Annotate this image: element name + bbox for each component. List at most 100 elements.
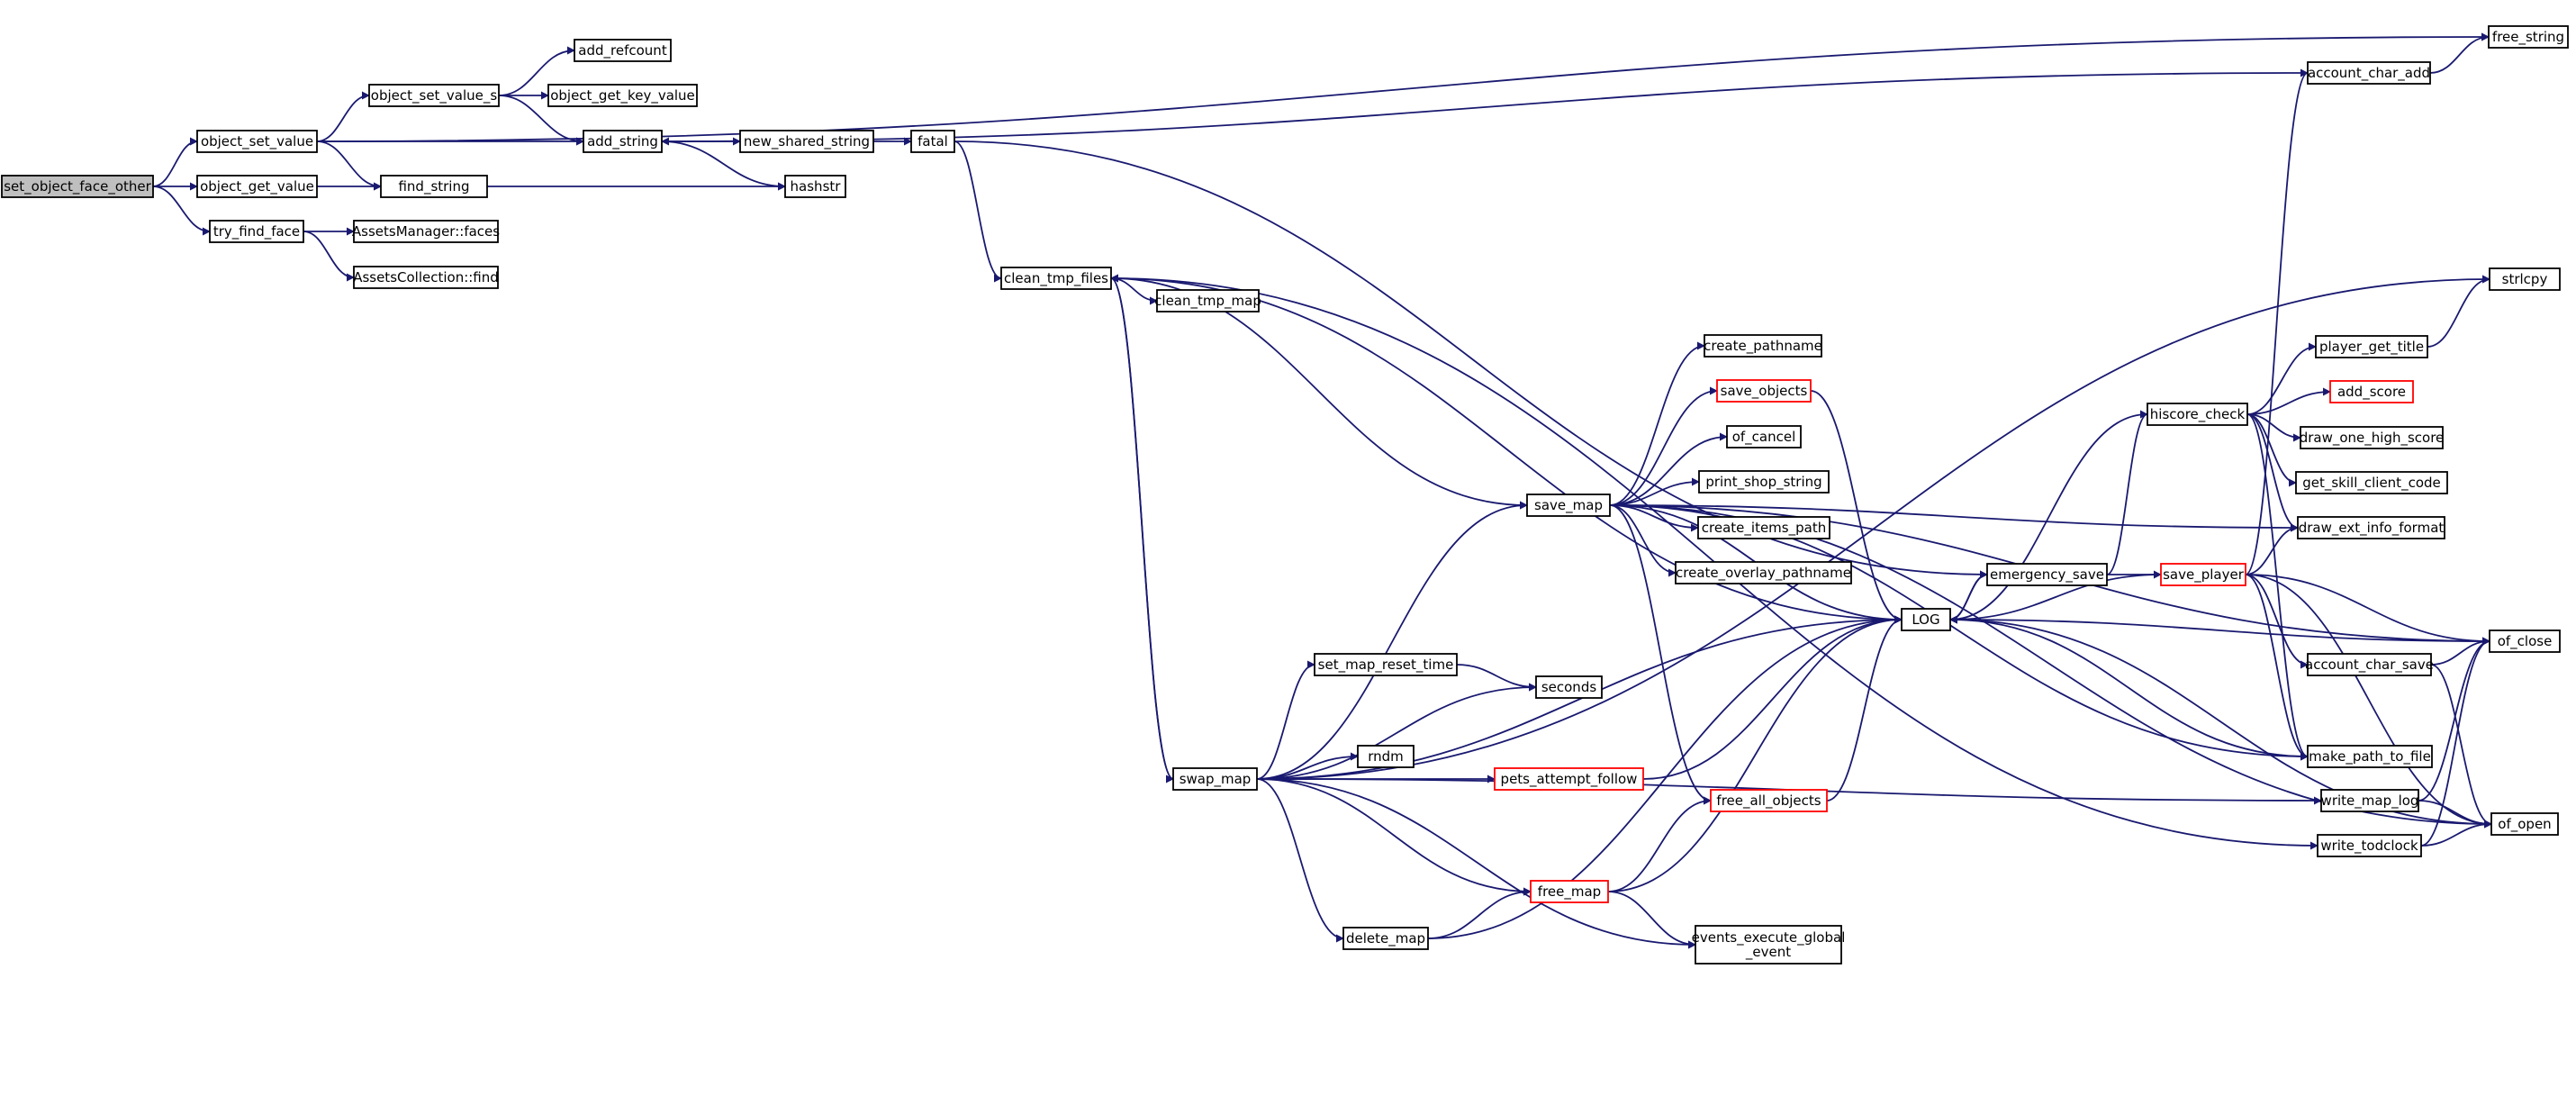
node-LOG[interactable]: LOG [1901,608,1951,631]
node-box [2160,563,2246,586]
node-free_all_objects[interactable]: free_all_objects [1710,789,1828,812]
node-emergency_save[interactable]: emergency_save [1986,563,2108,586]
node-events_execute_global_event[interactable]: events_execute_global_event [1692,925,1846,965]
node-label: clean_tmp_files [1004,270,1108,287]
node-label: object_get_value [200,178,314,195]
node-label: create_pathname [1704,338,1822,355]
node-label: clean_tmp_map [1154,293,1261,310]
edge-save_player-to-of_open [2245,574,2492,829]
node-label: AssetsCollection::find [353,269,499,285]
node-draw_one_high_score[interactable]: draw_one_high_score [2300,426,2445,449]
node-label: new_shared_string [744,133,870,150]
edge-add_string-to-hashstr [661,140,786,191]
node-of_close[interactable]: of_close [2489,630,2561,653]
node-label: account_char_save [2305,657,2434,674]
node-box [574,39,672,62]
node-swap_map[interactable]: swap_map [1172,767,1258,791]
node-label: account_char_add [2308,65,2430,82]
node-create_overlay_pathname[interactable]: create_overlay_pathname [1675,561,1852,584]
node-set_map_reset_time[interactable]: set_map_reset_time [1314,653,1458,676]
node-hashstr[interactable]: hashstr [784,175,846,198]
node-object_get_key_value[interactable]: object_get_key_value [547,84,698,107]
node-box [2489,630,2561,653]
node-label: add_string [587,133,658,150]
node-seconds[interactable]: seconds [1535,675,1603,699]
node-box [2307,653,2432,676]
node-print_shop_string[interactable]: print_shop_string [1698,470,1830,494]
node-free_map[interactable]: free_map [1530,880,1609,903]
node-account_char_save[interactable]: account_char_save [2305,653,2434,676]
node-add_score[interactable]: add_score [2329,380,2414,403]
edge-swap_map-to-delete_map [1256,778,1344,943]
node-label: seconds [1541,679,1596,695]
node-box [2320,789,2419,812]
node-box [2317,834,2422,857]
node-box [1695,925,1842,965]
node-box [1535,675,1603,699]
node-get_skill_client_code[interactable]: get_skill_client_code [2295,471,2448,494]
node-hiscore_check[interactable]: hiscore_check [2147,403,2248,426]
node-object_set_value[interactable]: object_set_value [196,130,318,153]
edge-delete_map-to-LOG [1427,615,1903,939]
node-set_object_face_other[interactable]: set_object_face_other [1,175,154,198]
node-label: swap_map [1180,771,1252,788]
node-add_refcount[interactable]: add_refcount [574,39,672,62]
edge-write_map_log-to-of_close [2418,637,2490,802]
node-label: write_todclock [2320,838,2418,855]
node-write_todclock[interactable]: write_todclock [2317,834,2422,857]
edge-free_map-to-LOG [1607,615,1903,892]
node-label: create_overlay_pathname [1676,565,1851,582]
node-free_string[interactable]: free_string [2488,25,2569,49]
node-box [380,175,488,198]
node-box [353,266,499,289]
node-strlcpy[interactable]: strlcpy [2489,267,2561,291]
edge-save_player-to-draw_ext_info_format [2245,523,2299,575]
node-rndm[interactable]: rndm [1357,745,1415,768]
node-create_pathname[interactable]: create_pathname [1704,334,1822,358]
node-draw_ext_info_format[interactable]: draw_ext_info_format [2297,516,2445,539]
node-assets_find[interactable]: AssetsCollection::find [353,266,499,289]
edge-pets_attempt_follow-to-LOG [1642,615,1903,780]
node-box [1342,927,1429,950]
node-object_get_value[interactable]: object_get_value [196,175,318,198]
edges-layer [152,32,2492,949]
node-save_objects[interactable]: save_objects [1716,379,1812,403]
edge-hiscore_check-to-draw_ext_info_format [2246,413,2299,532]
node-clean_tmp_map[interactable]: clean_tmp_map [1154,289,1261,312]
node-box [784,175,846,198]
node-fatal[interactable]: fatal [910,130,955,153]
node-label: free_map [1538,883,1601,901]
node-clean_tmp_files[interactable]: clean_tmp_files [1000,267,1112,290]
node-pets_attempt_follow[interactable]: pets_attempt_follow [1494,767,1644,791]
node-of_open[interactable]: of_open [2490,812,2559,836]
node-label: find_string [398,178,469,195]
node-create_items_path[interactable]: create_items_path [1697,516,1830,539]
node-write_map_log[interactable]: write_map_log [2320,789,2419,812]
node-label: get_skill_client_code [2302,475,2441,492]
node-save_player[interactable]: save_player [2160,563,2246,586]
edge-object_set_value-to-find_string [316,140,382,191]
edge-save_map-to-save_objects [1609,386,1718,506]
node-new_shared_string[interactable]: new_shared_string [739,130,874,153]
node-of_cancel[interactable]: of_cancel [1726,425,1802,448]
node-find_string[interactable]: find_string [380,175,488,198]
node-label: of_cancel [1732,429,1796,446]
node-object_set_value_s[interactable]: object_set_value_s [368,84,500,107]
node-assets_faces[interactable]: AssetsManager::faces [352,220,500,243]
edge-write_todclock-to-of_open [2420,820,2492,847]
node-label: try_find_face [213,223,300,240]
edge-swap_map-to-LOG [1256,615,1903,780]
edge-write_todclock-to-of_close [2420,637,2490,847]
node-label: free_all_objects [1716,793,1821,810]
node-box [1697,516,1830,539]
node-box [1172,767,1258,791]
node-try_find_face[interactable]: try_find_face [209,220,304,243]
node-account_char_add[interactable]: account_char_add [2307,61,2431,85]
node-delete_map[interactable]: delete_map [1342,927,1429,950]
nodes-layer: set_object_face_otherobject_set_valueobj… [1,25,2569,965]
node-make_path_to_file[interactable]: make_path_to_file [2307,745,2433,768]
node-add_string[interactable]: add_string [583,130,663,153]
node-save_map[interactable]: save_map [1526,494,1611,517]
node-player_get_title[interactable]: player_get_title [2315,335,2428,358]
node-box [1675,561,1852,584]
